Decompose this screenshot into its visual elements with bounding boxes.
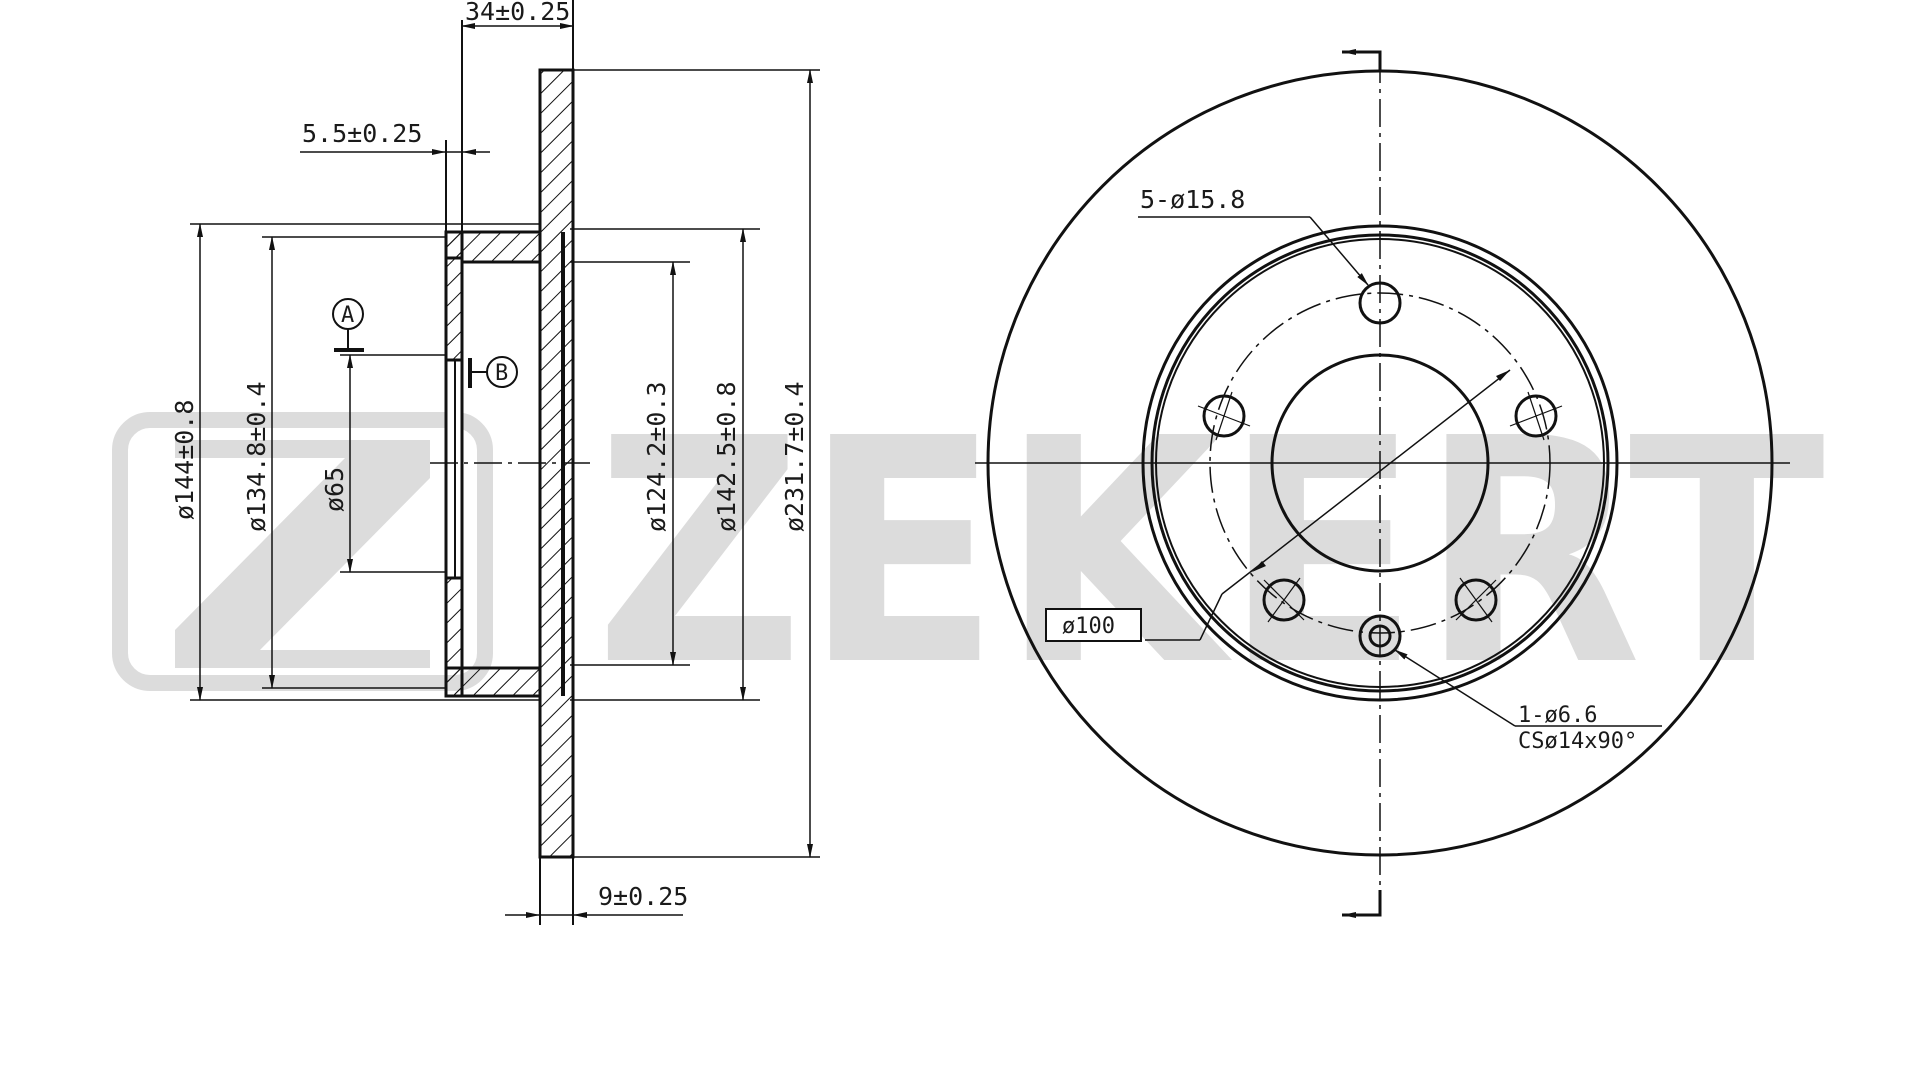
dim-d-center-bore: ø65	[320, 467, 349, 512]
callout-set-screw-line2: CSø14x90°	[1518, 729, 1637, 754]
dim-d-hat-inner: ø134.8±0.4	[242, 381, 271, 532]
datum-a: A	[332, 298, 364, 352]
bolt-hole	[1197, 391, 1251, 441]
bolt-hole	[1358, 281, 1402, 325]
watermark-brand-text: ZEKERT	[595, 373, 1827, 734]
bolt-hole	[1454, 577, 1498, 623]
front-view: 5-ø15.8 ø100 1-ø6.6 CSø14x90°	[975, 49, 1790, 918]
dim-hat-thickness: 5.5±0.25	[302, 119, 422, 148]
callout-set-screw-line1: 1-ø6.6	[1518, 703, 1597, 728]
datum-b: B	[468, 356, 518, 388]
dim-d-outer-hat: ø144±0.8	[170, 400, 199, 520]
dim-d-friction-hub: ø142.5±0.8	[712, 381, 741, 532]
svg-text:A: A	[341, 303, 354, 328]
callout-pitch-circle: ø100	[1062, 614, 1115, 639]
bolt-hole	[1509, 391, 1563, 441]
svg-text:B: B	[495, 361, 508, 386]
bolt-hole	[1262, 577, 1306, 623]
dim-disc-thickness: 9±0.25	[598, 882, 688, 911]
dim-d-friction-inner: ø124.2±0.3	[642, 381, 671, 532]
callout-bolt-holes: 5-ø15.8	[1140, 185, 1245, 214]
zekert-watermark: ZEKERT	[112, 373, 1827, 734]
side-section-view: 34±0.25 5.5±0.25 9±0.25 ø144±0.8 ø134.8±…	[170, 0, 820, 925]
pitch-circle-box	[1045, 608, 1142, 642]
dim-d-disc-outer: ø231.7±0.4	[780, 381, 809, 532]
dim-overall-height: 34±0.25	[465, 0, 570, 26]
set-screw-hole	[1358, 614, 1402, 658]
